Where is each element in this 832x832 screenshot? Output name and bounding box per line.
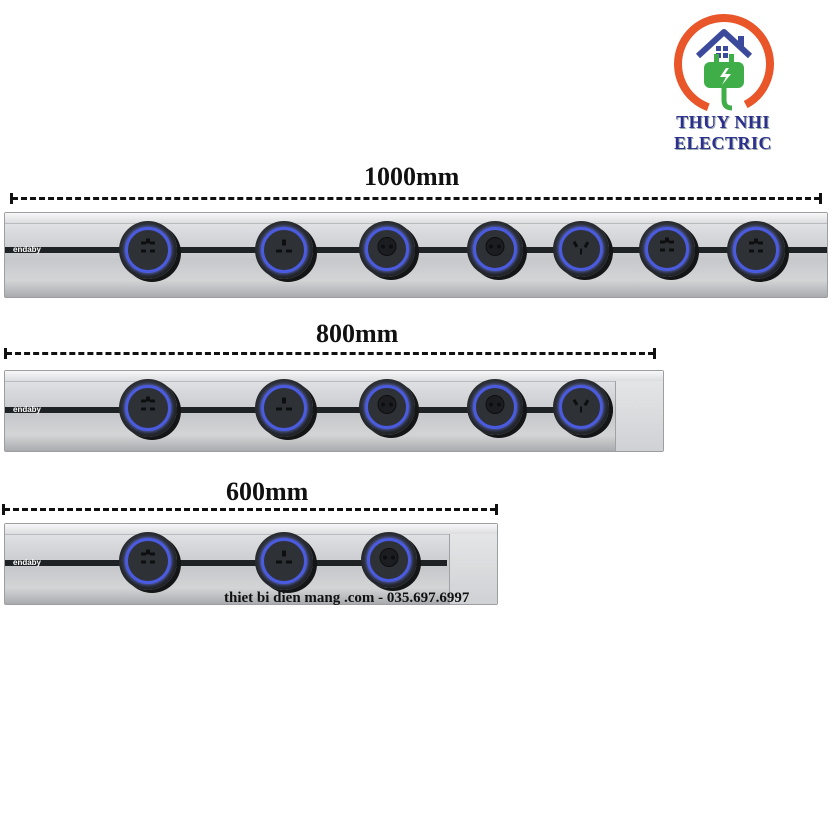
socket-universal [119, 379, 177, 437]
socket-face-universal [137, 395, 159, 422]
socket-face-schuko [376, 236, 398, 263]
socket-schuko [361, 532, 417, 588]
socket-schuko [467, 379, 523, 435]
logo-text: THUY NHI ELECTRIC [673, 112, 773, 153]
socket-face-uk [273, 548, 295, 575]
socket-face-uk [273, 237, 295, 264]
rail-1000mm: endaby [4, 212, 828, 298]
socket-uk [255, 532, 313, 590]
socket-face-universal [137, 237, 159, 264]
rail-800mm: endaby [4, 370, 664, 452]
dimension-line-1000 [10, 193, 822, 204]
socket-schuko [359, 379, 415, 435]
dimension-line-800 [4, 348, 656, 359]
socket-face-universal [745, 237, 767, 264]
socket-uk [255, 379, 313, 437]
socket-universal [727, 221, 785, 279]
rail-600mm: endaby [4, 523, 498, 605]
rail-brand-mark: endaby [13, 245, 42, 254]
socket-universal [119, 221, 177, 279]
socket-schuko [359, 221, 415, 277]
dimension-label-1000: 1000mm [364, 162, 460, 191]
dimension-line-600 [2, 504, 498, 515]
watermark-text: thiet bi dien mang .com - 035.697.6997 [224, 590, 470, 606]
rail-brand-mark: endaby [13, 558, 42, 567]
socket-face-universal [656, 236, 678, 263]
socket-face-schuko [484, 394, 506, 421]
socket-face-schuko [376, 394, 398, 421]
socket-face-uk [273, 395, 295, 422]
socket-au [553, 221, 609, 277]
socket-face-schuko [484, 236, 506, 263]
socket-au [553, 379, 609, 435]
thuy-nhi-logo [674, 14, 774, 114]
socket-face-au [570, 236, 592, 263]
dimension-label-600: 600mm [226, 477, 309, 506]
socket-face-au [570, 394, 592, 421]
socket-uk [255, 221, 313, 279]
socket-face-universal [137, 548, 159, 575]
socket-universal [639, 221, 695, 277]
socket-face-schuko [378, 547, 400, 574]
dimension-label-800: 800mm [316, 319, 399, 348]
rail-brand-mark: endaby [13, 405, 42, 414]
socket-schuko [467, 221, 523, 277]
socket-universal [119, 532, 177, 590]
